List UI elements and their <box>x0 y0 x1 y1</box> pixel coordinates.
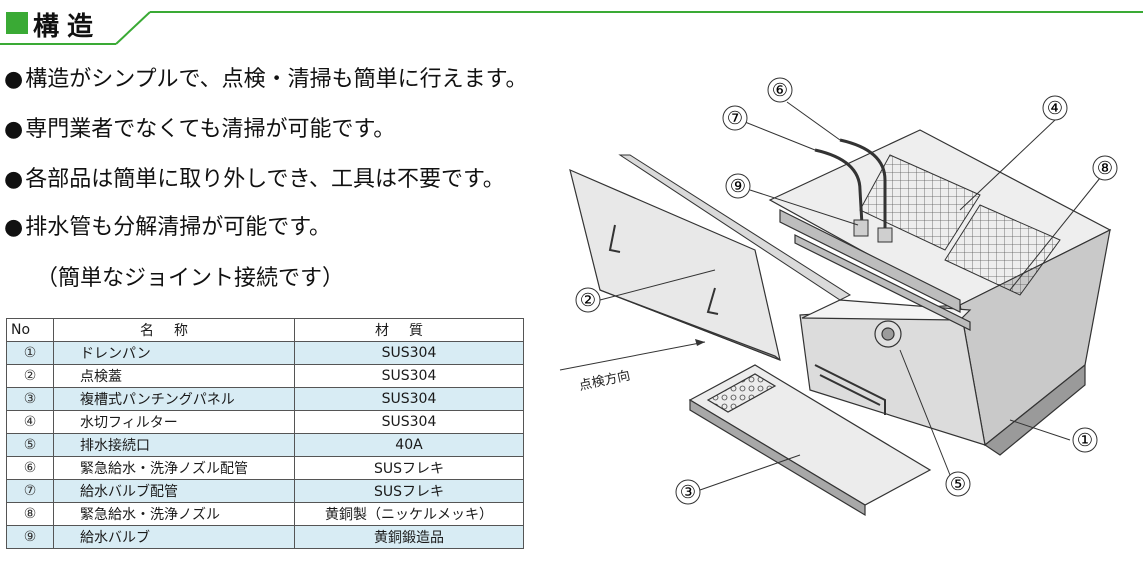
bullet-icon: ● <box>4 117 24 142</box>
cell-no: ④ <box>6 410 54 434</box>
inspection-cover-part <box>569 168 781 361</box>
cell-name: ドレンパン <box>53 341 295 365</box>
col-header-material: 材質 <box>294 318 524 342</box>
table-header-row: No 名称 材質 <box>6 318 524 342</box>
bullet-icon: ● <box>4 67 24 92</box>
cell-no: ⑥ <box>6 456 54 480</box>
bullet-icon: ● <box>4 167 24 192</box>
cell-material: SUSフレキ <box>294 456 524 480</box>
cell-name: 給水バルブ配管 <box>53 479 295 503</box>
cell-name: 緊急給水・洗浄ノズル配管 <box>53 456 295 480</box>
cell-material: 40A <box>294 433 524 457</box>
cell-no: ⑤ <box>6 433 54 457</box>
svg-text:③: ③ <box>680 482 696 503</box>
cell-name: 緊急給水・洗浄ノズル <box>53 502 295 526</box>
cell-material: SUS304 <box>294 387 524 411</box>
feature-item: ●排水管も分解清掃が可能です。 <box>4 215 332 240</box>
feature-item: ●各部品は簡単に取り外しでき、工具は不要です。 <box>4 167 505 192</box>
cell-name: 水切フィルター <box>53 410 295 434</box>
leader-lines <box>599 101 1101 491</box>
cell-no: ⑧ <box>6 502 54 526</box>
svg-text:⑧: ⑧ <box>1097 158 1113 179</box>
feature-item: ●構造がシンプルで、点検・清掃も簡単に行えます。 <box>4 67 528 92</box>
cell-no: ⑦ <box>6 479 54 503</box>
feature-note: （簡単なジョイント接続です） <box>36 266 345 291</box>
cell-name: 給水バルブ <box>53 525 295 549</box>
cell-material: SUS304 <box>294 364 524 388</box>
callout-4: ④ <box>1042 95 1068 121</box>
cell-name: 排水接続口 <box>53 433 295 457</box>
callout-6: ⑥ <box>767 77 793 103</box>
drain-pipe-part <box>814 364 886 415</box>
callout-3: ③ <box>675 479 701 505</box>
svg-text:①: ① <box>1077 430 1093 451</box>
svg-text:⑤: ⑤ <box>950 474 966 495</box>
direction-label: 点検方向 <box>578 367 632 393</box>
punching-panel-part <box>688 364 932 517</box>
callout-8: ⑧ <box>1092 155 1118 181</box>
inspection-direction-arrow: 点検方向 <box>559 339 706 394</box>
bullet-icon: ● <box>4 215 24 240</box>
pipe-part <box>814 138 887 230</box>
inner-rail <box>779 209 971 331</box>
callout-5: ⑤ <box>945 471 971 497</box>
callout-1: ① <box>1072 427 1098 453</box>
col-header-name: 名称 <box>53 318 295 342</box>
cell-material: 黄銅鍛造品 <box>294 525 524 549</box>
svg-text:⑨: ⑨ <box>730 176 746 197</box>
svg-text:④: ④ <box>1047 98 1063 119</box>
col-header-no: No <box>6 318 54 342</box>
exploded-diagram: 点検方向 ⑥ ⑦ ④ ⑧ ⑨ ② ① ③ ⑤ <box>559 77 1118 517</box>
svg-text:⑦: ⑦ <box>727 108 743 129</box>
cell-no: ③ <box>6 387 54 411</box>
cell-no: ② <box>6 364 54 388</box>
valve-part <box>853 219 893 243</box>
water-filter-part <box>859 154 1061 296</box>
cell-material: SUS304 <box>294 341 524 365</box>
cell-no: ① <box>6 341 54 365</box>
section-marker-icon <box>6 12 28 34</box>
cell-material: SUSフレキ <box>294 479 524 503</box>
svg-text:②: ② <box>580 290 596 311</box>
section-title: 構造 <box>33 12 102 42</box>
cell-no: ⑨ <box>6 525 54 549</box>
cell-name: 複槽式パンチングパネル <box>53 387 295 411</box>
cell-material: SUS304 <box>294 410 524 434</box>
header-rule <box>0 11 1143 45</box>
feature-item: ●専門業者でなくても清掃が可能です。 <box>4 117 396 142</box>
callout-2: ② <box>575 287 601 313</box>
edge-strip-part <box>618 154 852 301</box>
callout-7: ⑦ <box>722 105 748 131</box>
svg-text:⑥: ⑥ <box>772 80 788 101</box>
cell-material: 黄銅製（ニッケルメッキ） <box>294 502 524 526</box>
callout-9: ⑨ <box>725 173 751 199</box>
cell-name: 点検蓋 <box>53 364 295 388</box>
